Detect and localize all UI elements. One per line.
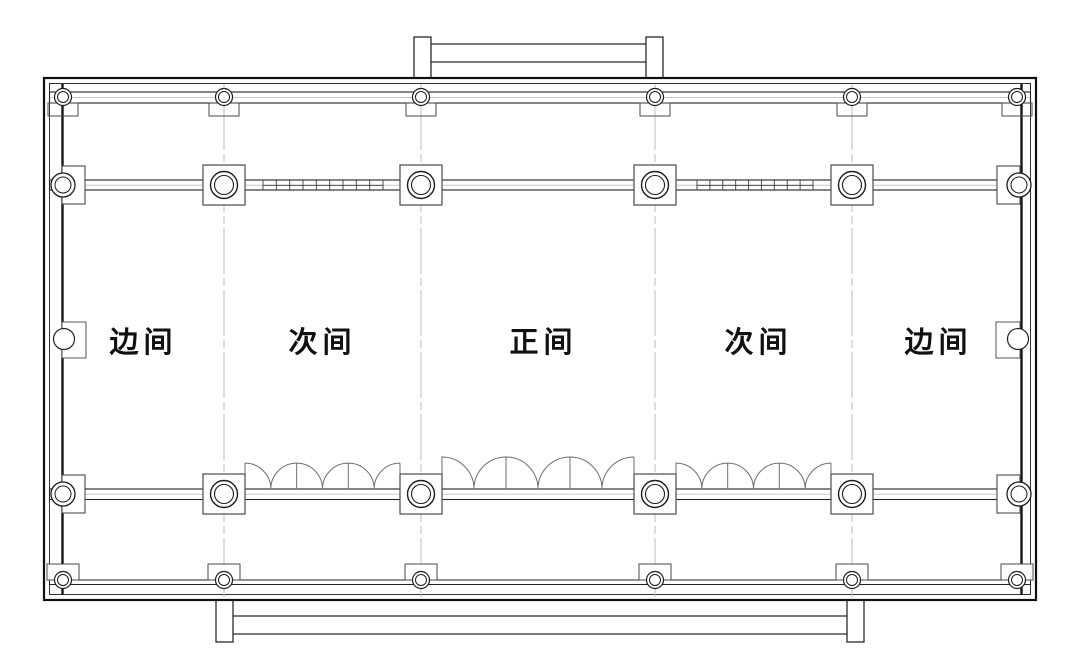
door-leaves	[244, 456, 832, 490]
room-label-secondary-right: 次间	[724, 327, 793, 359]
lattice-windows	[262, 180, 814, 190]
platform-border	[42, 76, 1038, 602]
bottom-wall-beam	[49, 579, 1031, 585]
rear-column-beam	[48, 179, 1032, 191]
bottom-steps	[215, 599, 865, 643]
lattice-window-right	[696, 180, 814, 190]
door-bay-left	[244, 462, 401, 490]
room-label-secondary-left: 次间	[288, 327, 357, 359]
room-label-side-left: 边间	[109, 327, 178, 359]
top-steps	[413, 36, 664, 79]
room-label-main: 正间	[509, 327, 578, 359]
top-wall-beam	[48, 91, 1032, 104]
front-column-beam	[48, 488, 1032, 501]
lattice-window-left	[262, 180, 384, 190]
room-label-side-right: 边间	[904, 327, 973, 359]
door-bay-right	[675, 462, 832, 490]
door-bay-center	[441, 456, 635, 490]
